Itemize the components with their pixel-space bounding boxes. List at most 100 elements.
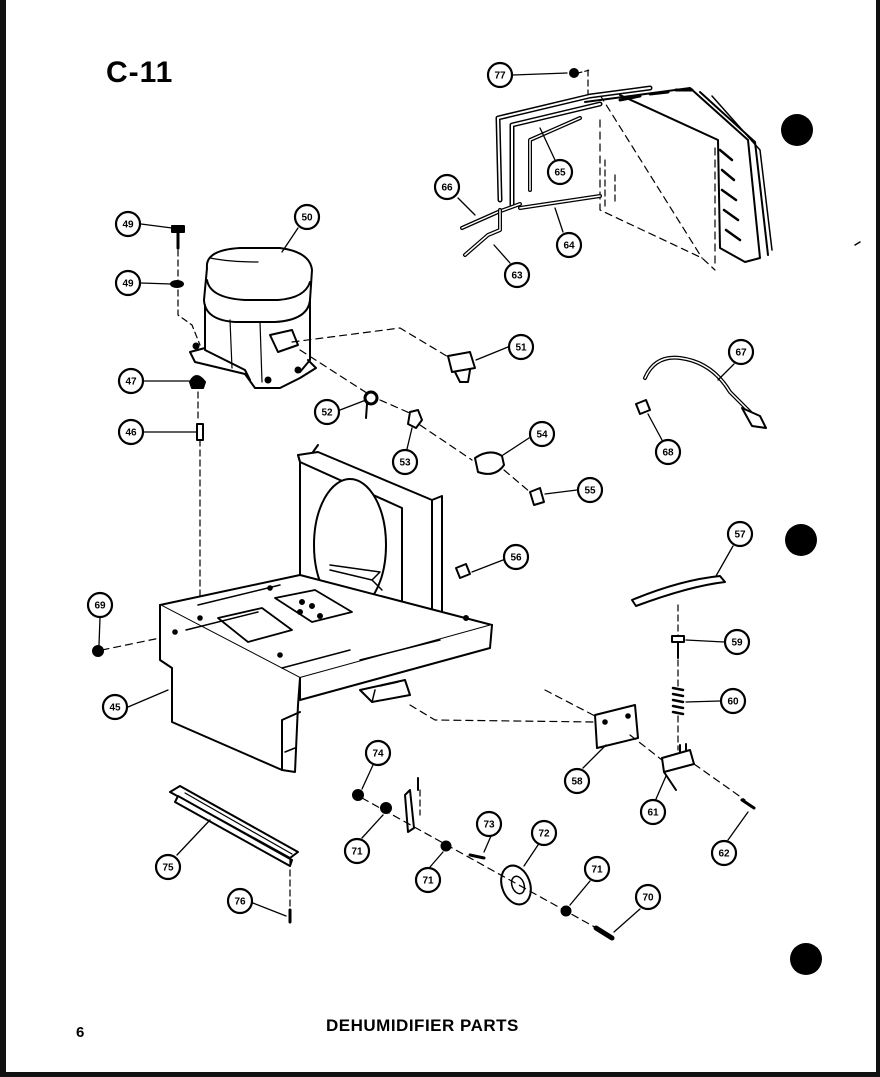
callout-63: 63 — [503, 261, 531, 289]
callout-label: 71 — [591, 865, 603, 876]
callout-73: 73 — [475, 810, 503, 838]
tubing — [460, 85, 653, 257]
callout-circle — [414, 866, 442, 894]
callout-label: 69 — [94, 601, 106, 612]
callout-circle — [727, 338, 755, 366]
callout-61: 61 — [639, 798, 667, 826]
callout-label: 64 — [563, 241, 575, 252]
callout-72: 72 — [530, 819, 558, 847]
callout-label: 75 — [162, 863, 174, 874]
callout-circle — [710, 839, 738, 867]
callout-label: 67 — [735, 348, 747, 359]
callout-77: 77 — [486, 61, 514, 89]
callout-label: 63 — [511, 271, 523, 282]
callout-label: 54 — [536, 430, 548, 441]
callout-49: 49 — [114, 269, 142, 297]
callout-label: 77 — [494, 71, 506, 82]
callout-70: 70 — [634, 883, 662, 911]
callout-64: 64 — [555, 231, 583, 259]
callout-circle — [502, 543, 530, 571]
callout-circle — [530, 819, 558, 847]
callout-circle — [634, 883, 662, 911]
callout-circle — [639, 798, 667, 826]
callout-label: 47 — [125, 377, 137, 388]
callout-49: 49 — [114, 210, 142, 238]
callout-circle — [654, 438, 682, 466]
callout-56: 56 — [502, 543, 530, 571]
callout-label: 46 — [125, 428, 137, 439]
scan-edge-right — [876, 0, 880, 1077]
scan-edge-left — [0, 0, 6, 1077]
callout-55: 55 — [576, 476, 604, 504]
fan-hardware — [352, 777, 615, 941]
callout-51: 51 — [507, 333, 535, 361]
callout-74: 74 — [364, 739, 392, 767]
callout-circle — [546, 158, 574, 186]
power-cord — [635, 355, 767, 429]
callout-circle — [391, 448, 419, 476]
callout-label: 71 — [422, 876, 434, 887]
callout-50: 50 — [293, 203, 321, 231]
binder-hole-bottom — [790, 943, 822, 975]
callout-circle — [583, 855, 611, 883]
callout-65: 65 — [546, 158, 574, 186]
callout-label: 60 — [727, 697, 739, 708]
callout-circle — [364, 739, 392, 767]
callout-circle — [114, 210, 142, 238]
callout-53: 53 — [391, 448, 419, 476]
callout-bubbles: 4949504746515253545556575960694558616274… — [86, 61, 755, 915]
callout-label: 45 — [109, 703, 121, 714]
callout-circle — [154, 853, 182, 881]
evaporator-coil — [584, 69, 773, 271]
callout-circle — [101, 693, 129, 721]
callout-62: 62 — [710, 839, 738, 867]
callout-circle — [226, 887, 254, 915]
callout-71: 71 — [414, 866, 442, 894]
callout-label: 50 — [301, 213, 313, 224]
callout-circle — [576, 476, 604, 504]
callout-circle — [563, 767, 591, 795]
scan-edge-bottom — [0, 1072, 880, 1077]
page-number: 6 — [76, 1024, 85, 1041]
diagram-caption: DEHUMIDIFIER PARTS — [326, 1016, 519, 1035]
callout-71: 71 — [343, 837, 371, 865]
callout-68: 68 — [654, 438, 682, 466]
callout-circle — [117, 367, 145, 395]
callout-label: 71 — [351, 847, 363, 858]
electrical-components — [291, 327, 545, 506]
callout-47: 47 — [117, 367, 145, 395]
callout-label: 72 — [538, 829, 550, 840]
callout-label: 56 — [510, 553, 522, 564]
callout-circle — [313, 398, 341, 426]
callout-label: 53 — [399, 458, 411, 469]
callout-label: 57 — [734, 530, 746, 541]
compressor-mounting-hardware — [170, 225, 206, 611]
callout-label: 68 — [662, 448, 674, 459]
callout-circle — [486, 61, 514, 89]
leader-lines — [98, 72, 749, 933]
callout-label: 73 — [483, 820, 495, 831]
callout-label: 65 — [554, 168, 566, 179]
callout-label: 58 — [571, 777, 583, 788]
callout-66: 66 — [433, 173, 461, 201]
callout-label: 51 — [515, 343, 527, 354]
mounting-rail — [169, 785, 299, 924]
callout-46: 46 — [117, 418, 145, 446]
binder-hole-middle — [785, 524, 817, 556]
callout-75: 75 — [154, 853, 182, 881]
page-code: C-11 — [106, 56, 174, 89]
callout-circle — [723, 628, 751, 656]
callout-circle — [507, 333, 535, 361]
callout-60: 60 — [719, 687, 747, 715]
callout-67: 67 — [727, 338, 755, 366]
callout-label: 61 — [647, 808, 659, 819]
callout-circle — [293, 203, 321, 231]
binder-hole-top — [781, 114, 813, 146]
callout-label: 62 — [718, 849, 730, 860]
callout-label: 55 — [584, 486, 596, 497]
callout-52: 52 — [313, 398, 341, 426]
callout-76: 76 — [226, 887, 254, 915]
callout-circle — [555, 231, 583, 259]
switch-assembly — [409, 575, 756, 810]
